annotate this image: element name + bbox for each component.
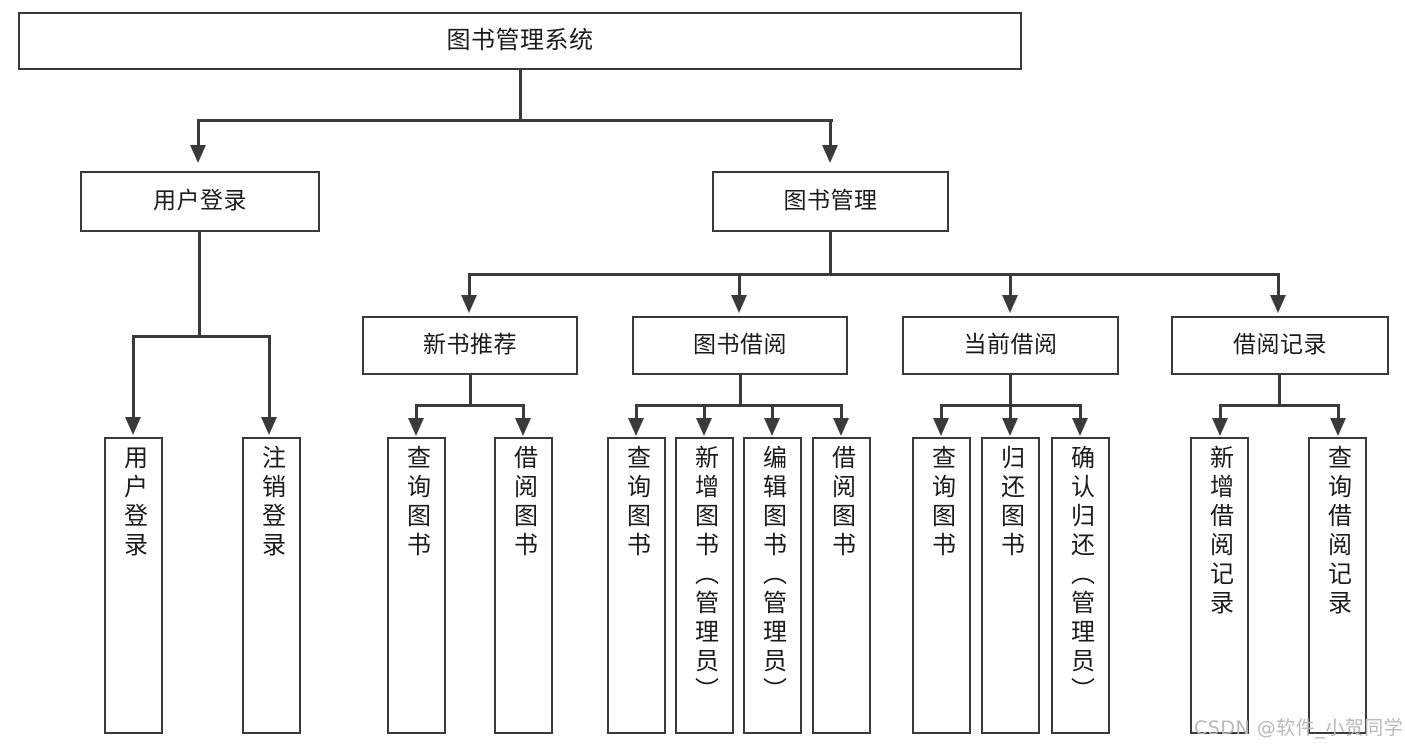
connector-root-stem — [519, 70, 522, 120]
connector-current-borrow-stem — [1009, 375, 1012, 405]
node-leaf-borrow-book-1[interactable]: 借阅图书 — [494, 437, 553, 734]
node-label: 确认归还（管理员） — [1066, 445, 1095, 706]
arrow-leaf-add-record — [1212, 418, 1228, 436]
node-leaf-query-record[interactable]: 查询借阅记录 — [1308, 437, 1367, 734]
node-book-management[interactable]: 图书管理 — [712, 171, 949, 232]
connector-drop-leaf-add-record — [1219, 404, 1222, 420]
connector-drop-leaf-query-book-3 — [940, 404, 943, 420]
connector-book-borrow-stem — [739, 375, 742, 405]
connector-drop-book-management — [829, 119, 832, 147]
node-label: 借阅图书 — [509, 445, 538, 561]
node-label: 新增图书（管理员） — [690, 445, 719, 706]
arrow-leaf-query-book-2 — [628, 418, 644, 436]
connector-drop-leaf-edit-book — [771, 404, 774, 420]
connector-user-login-bus — [132, 335, 270, 338]
connector-drop-leaf-confirm-return — [1079, 404, 1082, 420]
node-leaf-query-book-2[interactable]: 查询图书 — [607, 437, 666, 734]
arrow-leaf-logout — [261, 417, 277, 435]
node-leaf-edit-book[interactable]: 编辑图书（管理员） — [743, 437, 802, 734]
arrow-current-borrow — [1002, 295, 1018, 313]
arrow-book-management — [822, 145, 838, 163]
node-leaf-logout[interactable]: 注销登录 — [242, 437, 301, 734]
connector-drop-leaf-add-book — [703, 404, 706, 420]
node-leaf-add-record[interactable]: 新增借阅记录 — [1190, 437, 1249, 734]
node-current-borrow[interactable]: 当前借阅 — [902, 316, 1119, 375]
arrow-leaf-edit-book — [764, 418, 780, 436]
connector-drop-new-book-recommend — [468, 273, 471, 297]
arrow-leaf-borrow-book-1 — [515, 418, 531, 436]
connector-borrow-record-bus — [1219, 404, 1340, 407]
node-label: 查询借阅记录 — [1323, 445, 1352, 619]
node-leaf-add-book[interactable]: 新增图书（管理员） — [675, 437, 734, 734]
node-leaf-user-login[interactable]: 用户登录 — [104, 437, 163, 734]
connector-drop-current-borrow — [1009, 273, 1012, 297]
node-label: 图书管理系统 — [446, 26, 594, 55]
arrow-leaf-user-login — [125, 417, 141, 435]
arrow-leaf-confirm-return — [1072, 418, 1088, 436]
connector-drop-leaf-query-book-2 — [635, 404, 638, 420]
node-book-borrow[interactable]: 图书借阅 — [632, 316, 848, 375]
node-new-book-recommend[interactable]: 新书推荐 — [362, 316, 578, 375]
connector-drop-user-login — [197, 119, 200, 147]
node-leaf-return-book[interactable]: 归还图书 — [981, 437, 1040, 734]
node-label: 当前借阅 — [963, 332, 1058, 359]
arrow-leaf-add-book — [696, 418, 712, 436]
node-leaf-query-book-1[interactable]: 查询图书 — [387, 437, 446, 734]
connector-new-book-recommend-stem — [469, 375, 472, 405]
connector-new-book-recommend-bus — [415, 404, 525, 407]
arrow-new-book-recommend — [461, 295, 477, 313]
arrow-leaf-query-book-3 — [933, 418, 949, 436]
node-borrow-record[interactable]: 借阅记录 — [1171, 316, 1389, 375]
arrow-leaf-return-book — [1002, 418, 1018, 436]
node-label: 图书借阅 — [693, 332, 787, 359]
node-label: 新书推荐 — [423, 332, 517, 359]
node-label: 图书管理 — [783, 188, 878, 215]
node-label: 借阅记录 — [1233, 332, 1327, 359]
node-label: 新增借阅记录 — [1205, 445, 1234, 619]
arrow-user-login — [190, 145, 206, 163]
arrow-leaf-query-book-1 — [408, 418, 424, 436]
connector-drop-leaf-borrow-book-1 — [522, 404, 525, 420]
node-label: 查询图书 — [622, 445, 651, 561]
arrow-leaf-query-record — [1330, 418, 1346, 436]
node-root-system[interactable]: 图书管理系统 — [18, 12, 1022, 70]
node-user-login[interactable]: 用户登录 — [80, 171, 320, 232]
connector-drop-leaf-query-record — [1337, 404, 1340, 420]
node-label: 查询图书 — [402, 445, 431, 561]
connector-user-login-stem — [198, 232, 201, 336]
node-label: 查询图书 — [927, 445, 956, 561]
node-leaf-borrow-book-2[interactable]: 借阅图书 — [812, 437, 871, 734]
connector-drop-book-borrow — [738, 273, 741, 297]
arrow-leaf-borrow-book-2 — [833, 418, 849, 436]
node-label: 借阅图书 — [827, 445, 856, 561]
node-leaf-confirm-return[interactable]: 确认归还（管理员） — [1051, 437, 1110, 734]
connector-book-borrow-bus — [635, 404, 843, 407]
connector-drop-leaf-query-book-1 — [415, 404, 418, 420]
arrow-borrow-record — [1270, 295, 1286, 313]
node-label: 用户登录 — [119, 445, 148, 561]
connector-level1-bus — [197, 119, 833, 122]
node-label: 注销登录 — [257, 445, 286, 561]
connector-drop-leaf-user-login — [132, 335, 135, 419]
arrow-book-borrow — [731, 295, 747, 313]
node-leaf-query-book-3[interactable]: 查询图书 — [912, 437, 971, 734]
connector-drop-leaf-borrow-book-2 — [840, 404, 843, 420]
node-label: 归还图书 — [996, 445, 1025, 561]
connector-book-management-stem — [829, 232, 832, 274]
node-label: 编辑图书（管理员） — [758, 445, 787, 706]
connector-borrow-record-stem — [1278, 375, 1281, 405]
connector-level2-bus — [468, 273, 1280, 276]
connector-drop-leaf-logout — [268, 335, 271, 419]
connector-drop-borrow-record — [1277, 273, 1280, 297]
connector-drop-leaf-return-book — [1009, 404, 1012, 420]
node-label: 用户登录 — [153, 188, 247, 215]
